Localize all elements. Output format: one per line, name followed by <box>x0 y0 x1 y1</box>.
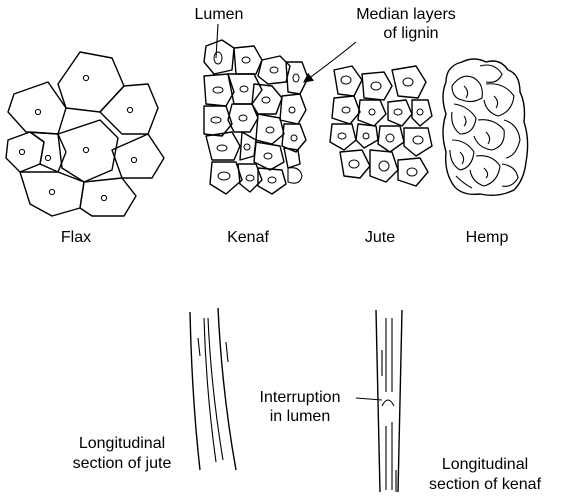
interruption-label-line2: in lumen <box>250 407 350 426</box>
jute-cross-section <box>330 66 432 186</box>
hemp-cross-section <box>443 59 528 195</box>
flax-cross-section <box>6 52 164 216</box>
flax-label: Flax <box>44 228 108 247</box>
median-layers-label-line2: of lignin <box>356 24 466 43</box>
jute-label: Jute <box>348 228 412 247</box>
interruption-label-line1: Interruption <box>244 388 356 407</box>
kenaf-cross-section <box>204 40 308 194</box>
median-layers-label-line1: Median layers <box>336 5 476 24</box>
longitudinal-jute-label-line1: Longitudinal <box>48 434 196 453</box>
longitudinal-jute-label-line2: section of jute <box>48 454 196 473</box>
longitudinal-kenaf-section <box>356 310 402 492</box>
longitudinal-kenaf-label-line2: section of kenaf <box>408 475 562 494</box>
longitudinal-kenaf-label-line1: Longitudinal <box>416 455 554 474</box>
kenaf-label: Kenaf <box>216 228 280 247</box>
hemp-label: Hemp <box>452 228 522 247</box>
lumen-label: Lumen <box>183 5 255 24</box>
longitudinal-jute-section <box>190 308 236 470</box>
